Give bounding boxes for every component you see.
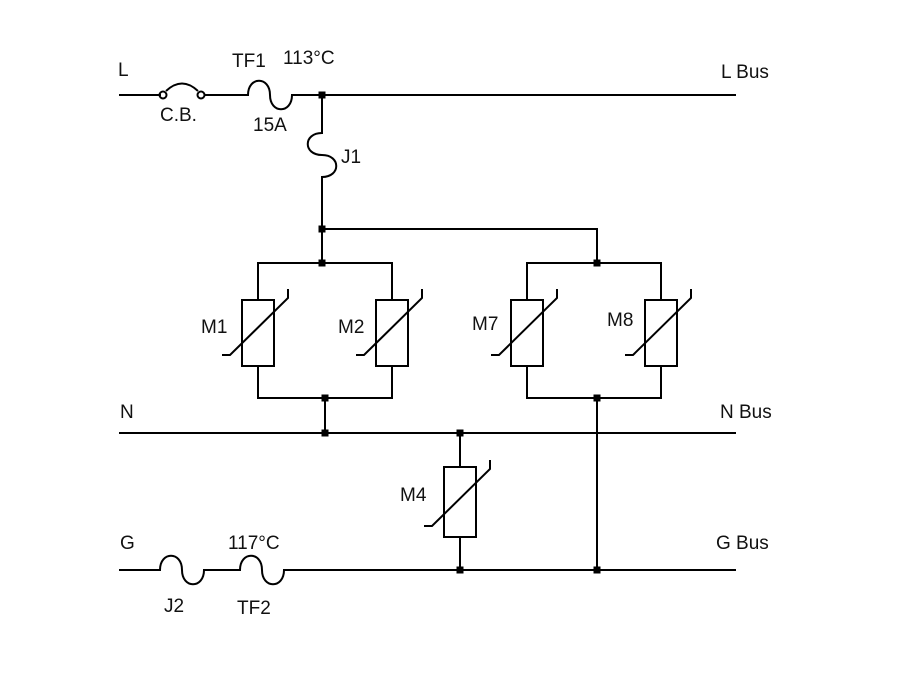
circuit-breaker-symbol bbox=[158, 82, 206, 100]
thermal-fuse-tf2-symbol bbox=[239, 554, 285, 586]
label-j1: J1 bbox=[341, 147, 361, 168]
label-g: G bbox=[120, 533, 135, 554]
branch-wires bbox=[321, 228, 598, 264]
junction-dots bbox=[318, 91, 601, 574]
label-m2: M2 bbox=[338, 317, 364, 338]
label-g-bus: G Bus bbox=[716, 533, 769, 554]
fuse-j1-symbol bbox=[306, 94, 338, 230]
varistor-m7-symbol bbox=[491, 289, 558, 367]
label-cb: C.B. bbox=[160, 105, 197, 126]
label-m8: M8 bbox=[607, 310, 633, 331]
label-m1: M1 bbox=[201, 317, 227, 338]
thermal-fuse-tf1-symbol bbox=[247, 79, 293, 111]
label-n: N bbox=[120, 402, 134, 423]
varistor-m8-symbol bbox=[625, 289, 692, 367]
label-tf1: TF1 bbox=[232, 51, 266, 72]
label-tf1-temp: 113°C bbox=[283, 48, 335, 69]
label-l: L bbox=[118, 60, 129, 81]
label-tf2: TF2 bbox=[237, 598, 271, 619]
label-m7: M7 bbox=[472, 314, 498, 335]
label-tf2-temp: 117°C bbox=[228, 533, 280, 554]
varistor-m2-symbol bbox=[356, 289, 423, 367]
label-j2: J2 bbox=[164, 596, 184, 617]
label-m4: M4 bbox=[400, 485, 427, 506]
label-l-bus: L Bus bbox=[721, 62, 769, 83]
label-tf1-rating: 15A bbox=[253, 115, 287, 136]
label-n-bus: N Bus bbox=[720, 402, 772, 423]
varistor-m1-symbol bbox=[222, 289, 289, 367]
fuse-j2-symbol bbox=[159, 554, 205, 586]
varistor-m4-symbol bbox=[424, 460, 491, 538]
